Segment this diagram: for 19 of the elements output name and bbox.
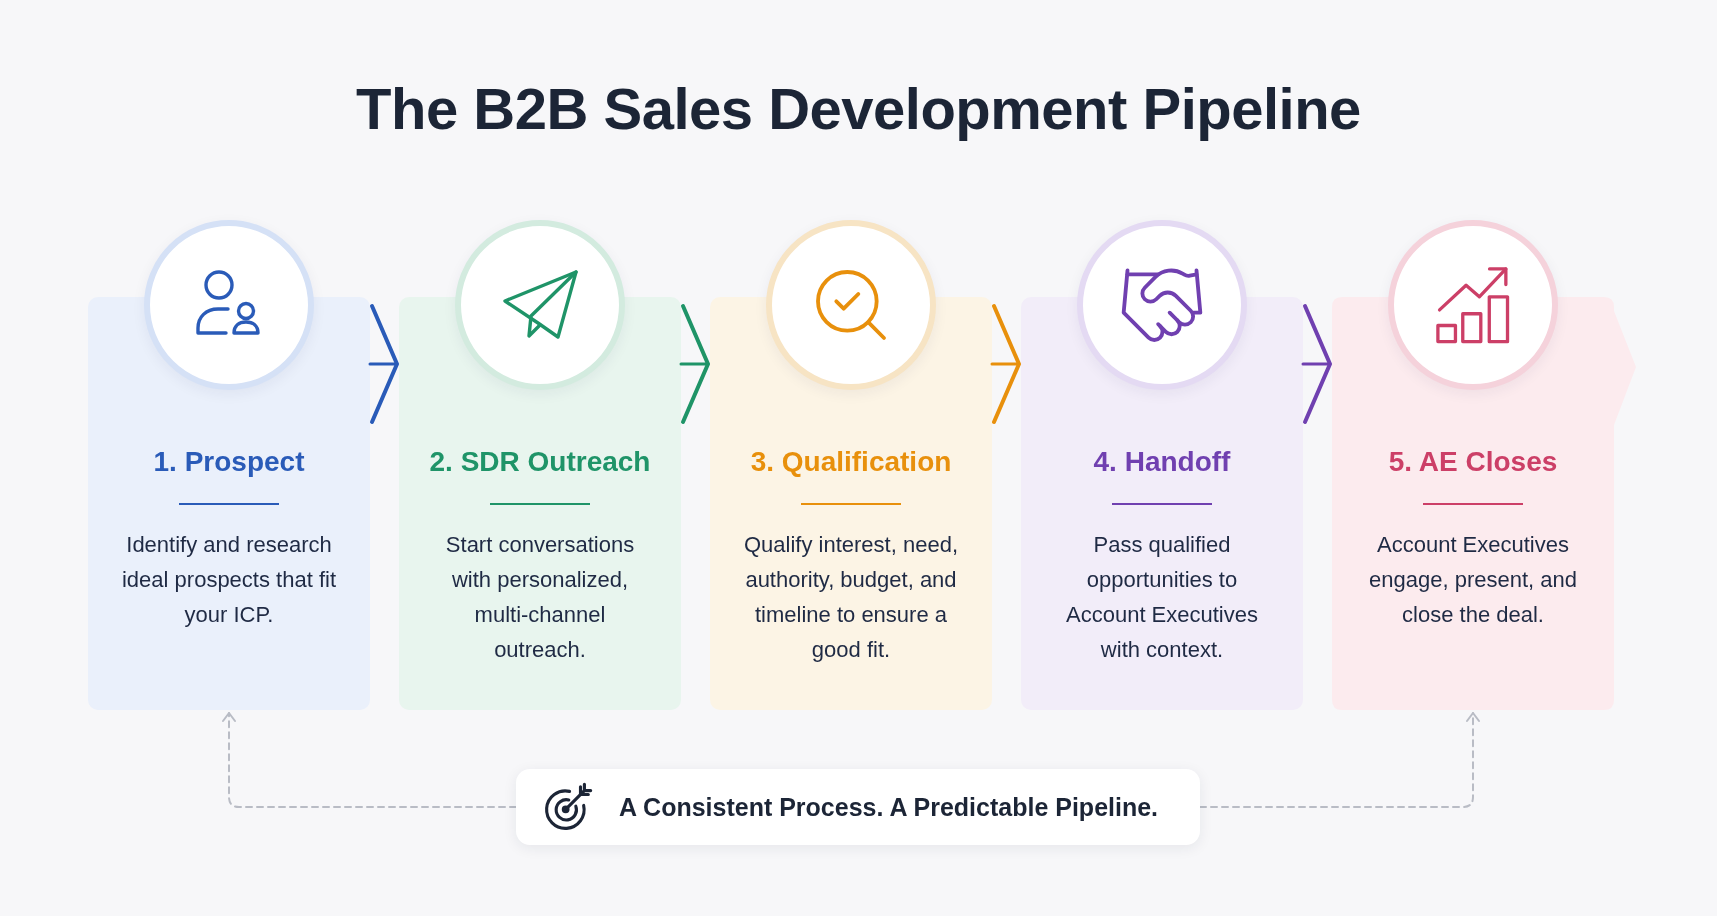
chevron-arrow (1301, 304, 1332, 424)
step-description: Pass qualified opportunities to Account Executives with context. (1065, 531, 1259, 664)
step-title: 3. Qualification (749, 445, 953, 479)
step-description: Identify and research ideal prospects that fit your ICP. (121, 531, 337, 629)
dashed-arrow (1199, 712, 1480, 808)
step-description: Start conversations with personalized, multi-channel outreach. (444, 531, 636, 664)
step-description: Qualify interest, need, authority, budget, and timeline to ensure a good fit. (743, 531, 959, 664)
chevron-arrow (368, 304, 399, 424)
step-description: Account Executives engage, present, and close the deal. (1368, 531, 1578, 629)
banner-box (516, 769, 1200, 845)
title: The B2B Sales Development Pipeline (355, 75, 1362, 143)
chevron-arrow (679, 304, 710, 424)
step-title: 2. SDR Outreach (428, 445, 652, 479)
banner-text: A Consistent Process. A Predictable Pipeline. (619, 792, 1159, 823)
chevron-arrow (990, 304, 1021, 424)
dashed-arrow (222, 712, 517, 808)
step-title: 4. Handoff (1092, 445, 1232, 479)
step-title: 5. AE Closes (1387, 445, 1559, 479)
step-title: 1. Prospect (152, 445, 306, 479)
